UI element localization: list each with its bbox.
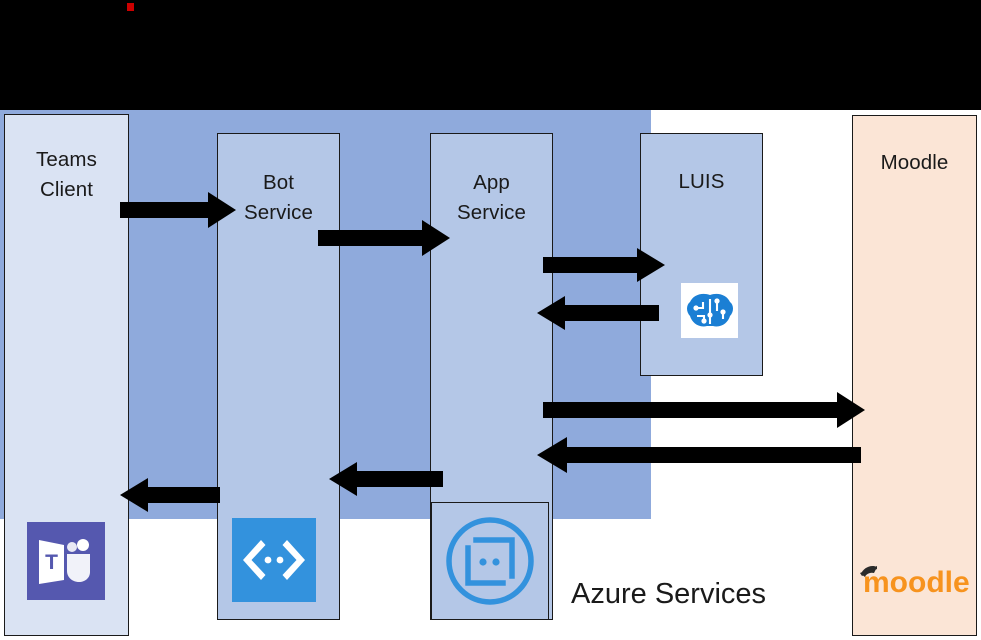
arrow-bot-to-teams [120,478,220,512]
microsoft-teams-icon: T [27,522,105,600]
arrow-bot-to-app [318,220,450,256]
node-luis[interactable]: LUIS [640,133,763,376]
luis-label: LUIS [678,170,725,193]
teams-client-label-line1: Teams [36,148,97,171]
teams-client-label-line2: Client [39,177,93,201]
top-black-bar [0,0,981,110]
azure-app-service-icon [431,502,549,620]
moodle-logo-icon: moodle [856,556,976,604]
app-service-label-line1: App [473,171,510,194]
bot-service-label-line1: Bot [262,171,295,194]
arrow-app-to-bot [329,462,443,496]
teams-client-label: Teams Client [5,145,128,204]
app-service-label: App Service [431,168,552,227]
svg-text:T: T [45,551,58,574]
arrow-luis-to-app [537,296,659,330]
arrow-app-to-luis [543,248,665,282]
bot-service-label-line2: Service [243,200,314,224]
moodle-label: Moodle [880,151,949,174]
red-square-marker-icon [127,3,134,11]
app-service-label-line2: Service [456,200,527,224]
bot-service-label: Bot Service [218,168,339,227]
svg-text:moodle: moodle [863,566,970,599]
azure-services-label: Azure Services [571,578,767,610]
arrow-teams-to-bot [120,192,236,228]
node-moodle[interactable]: Moodle [852,115,977,636]
arrow-app-to-moodle [543,392,865,428]
arrow-moodle-to-app [537,437,861,473]
azure-bot-service-icon [232,518,316,602]
luis-brain-icon [681,283,738,338]
